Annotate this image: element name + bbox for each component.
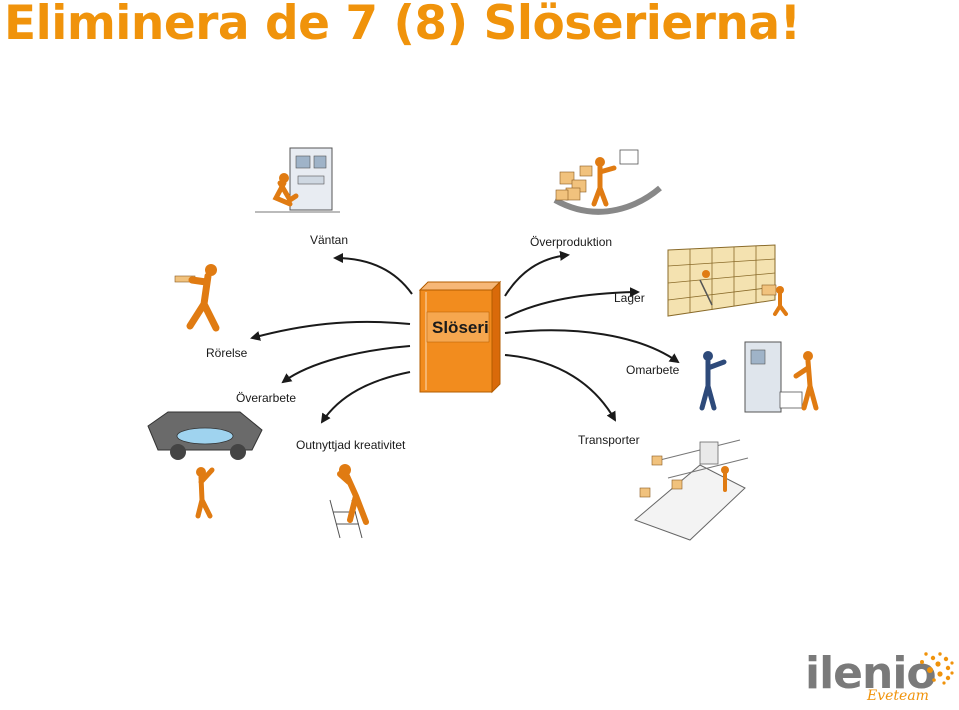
arrow-overarbete xyxy=(281,345,411,384)
center-label: Slöseri xyxy=(432,318,489,337)
arrow-omarbete xyxy=(504,329,680,364)
label-rorelse: Rörelse xyxy=(206,346,248,360)
outnyttjad-illustration xyxy=(329,464,369,539)
logo-dots-icon xyxy=(920,652,954,685)
label-overarbete: Överarbete xyxy=(236,391,296,405)
rorelse-illustration xyxy=(174,264,220,332)
overproduktion-illustration xyxy=(553,149,662,215)
vantan-illustration xyxy=(255,147,340,213)
logo-sub: Eveteam xyxy=(867,688,929,704)
sloseri-book-icon xyxy=(418,280,502,394)
label-lager: Lager xyxy=(614,291,645,305)
arrow-lager xyxy=(504,287,640,319)
page-title: Eliminera de 7 (8) Slöserierna! xyxy=(4,0,801,51)
label-transporter: Transporter xyxy=(578,433,640,447)
arrow-vantan xyxy=(333,253,413,295)
label-vantan: Väntan xyxy=(310,233,348,247)
arrow-rorelse xyxy=(250,320,411,341)
arrow-outnyttjad xyxy=(320,371,411,424)
label-overproduktion: Överproduktion xyxy=(530,235,612,249)
logo-brand: ilenio xyxy=(805,648,937,699)
arrow-overproduktion xyxy=(504,250,570,297)
lager-illustration xyxy=(667,244,788,317)
ilenio-logo: ilenio Eveteam xyxy=(805,648,955,708)
label-outnyttjad: Outnyttjad kreativitet xyxy=(296,438,406,452)
label-omarbete: Omarbete xyxy=(626,363,680,377)
transporter-illustration xyxy=(634,439,749,541)
omarbete-illustration xyxy=(699,341,819,413)
overarbete-illustration xyxy=(147,411,263,519)
arrow-transporter xyxy=(504,354,616,422)
